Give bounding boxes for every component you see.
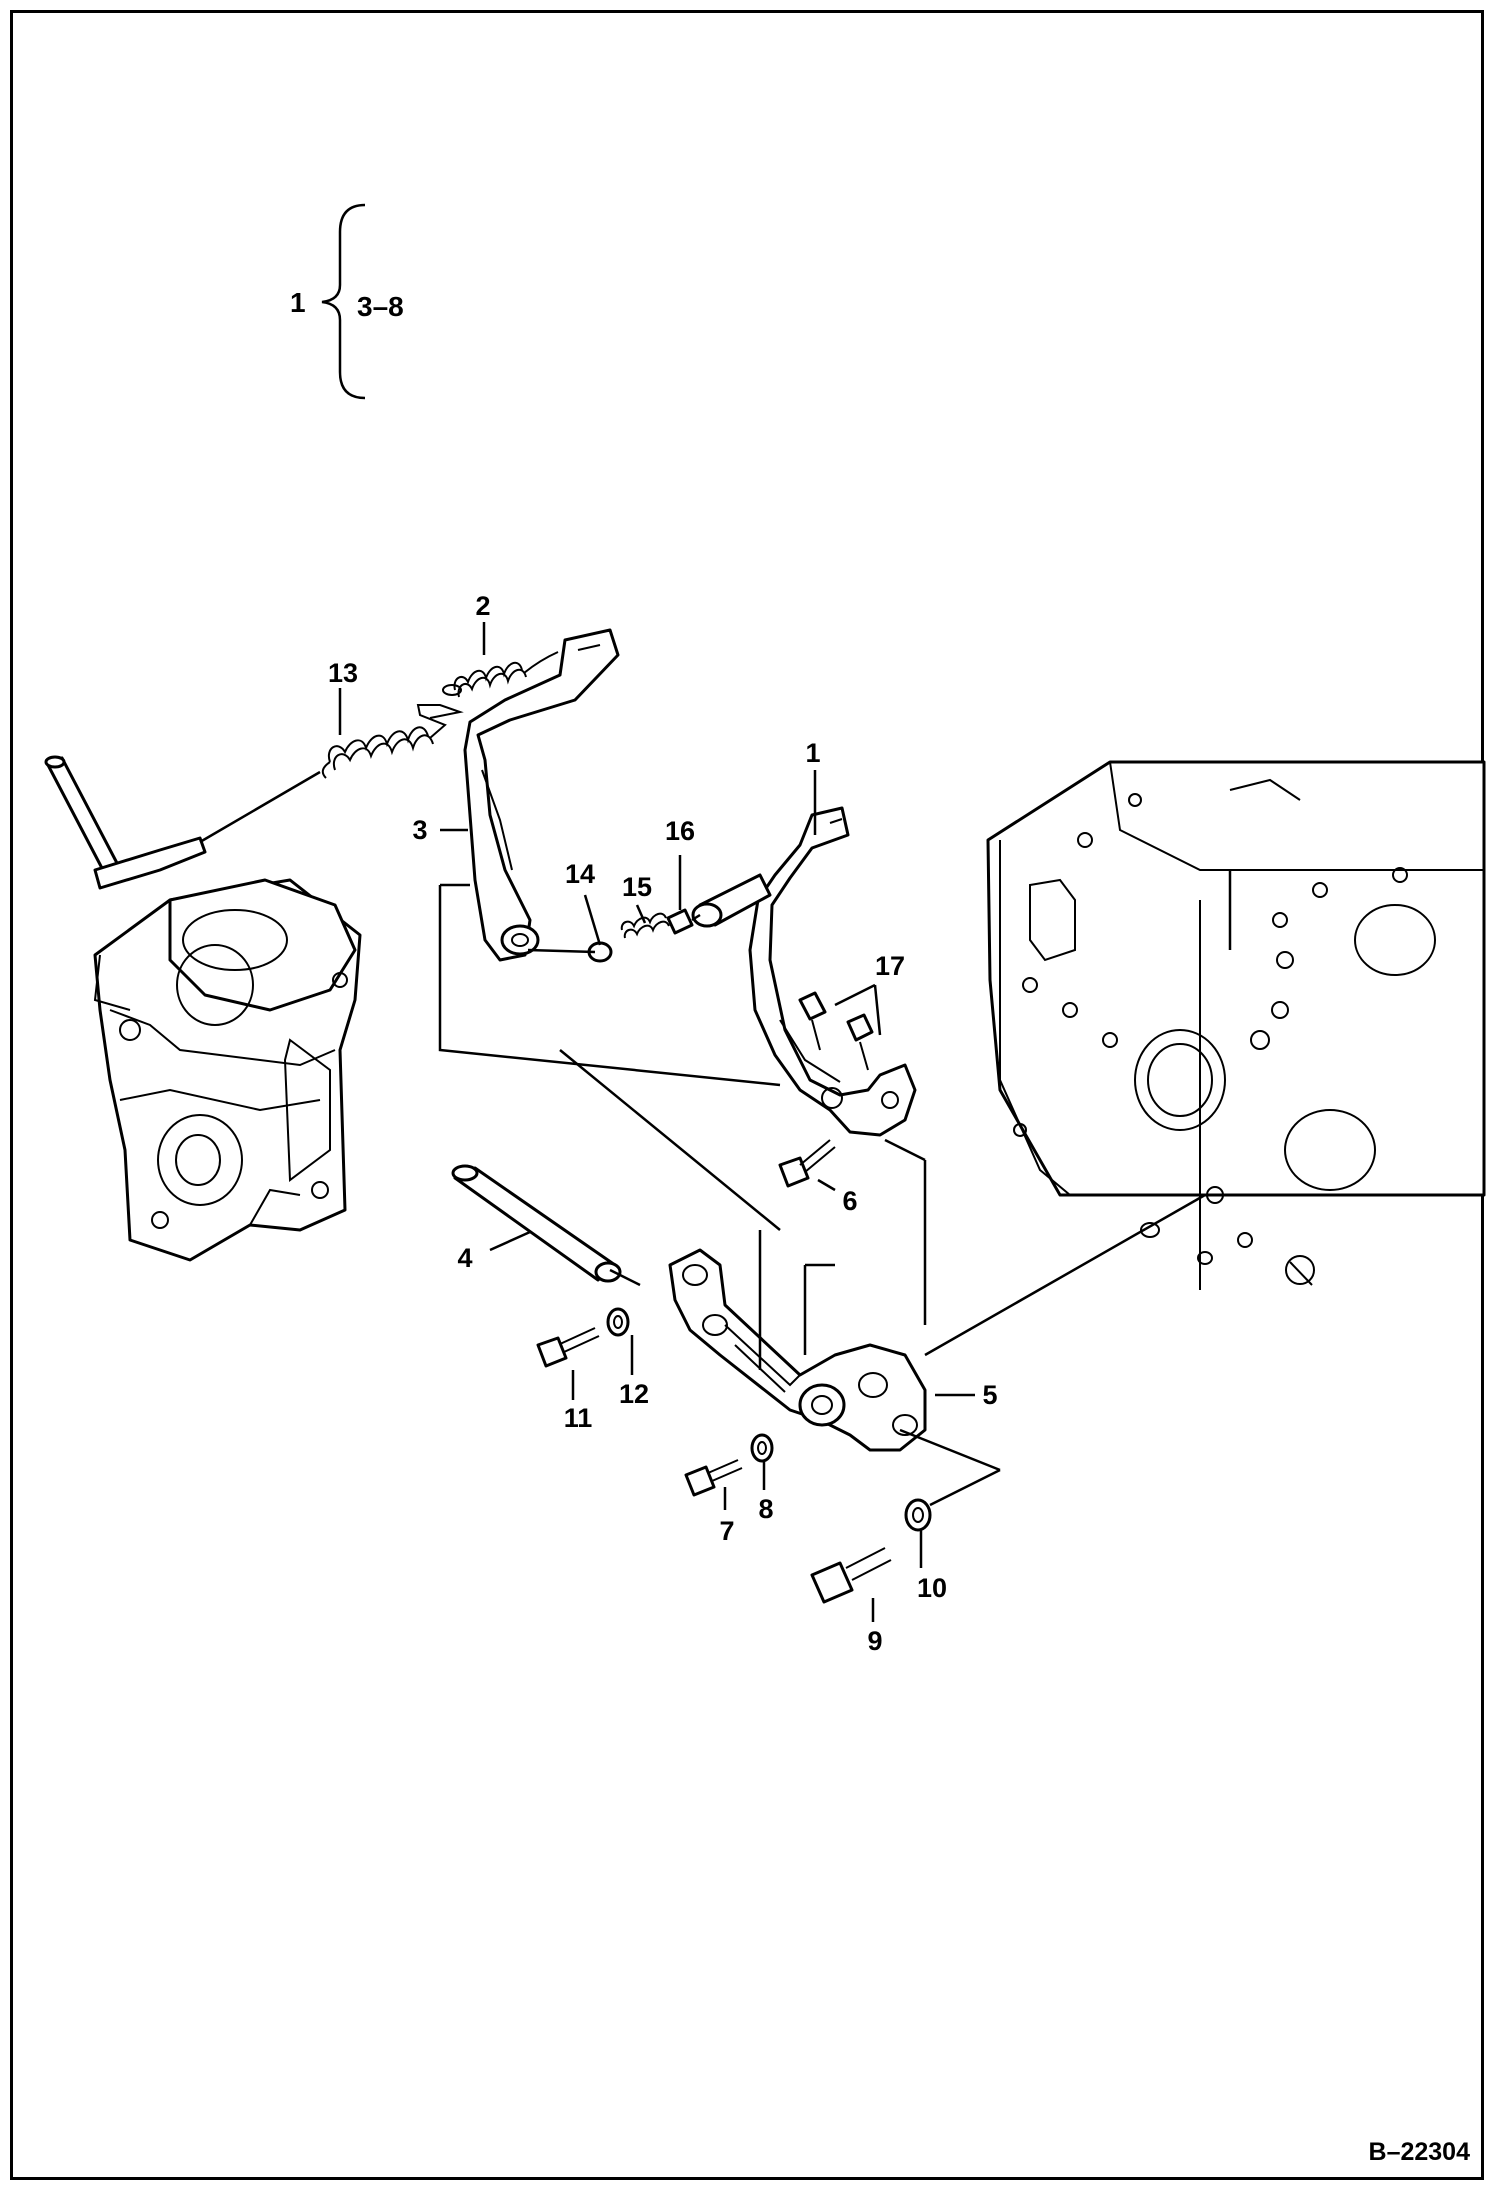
callout-15: 15 <box>622 872 652 902</box>
fasteners <box>536 1307 932 1604</box>
shaft-4 <box>451 1164 622 1283</box>
bracket-5 <box>668 1248 927 1452</box>
bolts-17 <box>798 991 874 1071</box>
legend-assembly-number: 1 <box>290 287 306 318</box>
legend-range: 3–8 <box>357 291 404 322</box>
parts-14-15-16 <box>587 908 694 963</box>
governor-shaft <box>44 755 321 890</box>
callout-13: 13 <box>328 658 358 688</box>
callout-5: 5 <box>982 1380 997 1410</box>
callout-6: 6 <box>842 1186 857 1216</box>
assembly-legend: 1 3–8 <box>290 203 404 400</box>
callout-3: 3 <box>412 815 427 845</box>
callout-10: 10 <box>917 1573 947 1603</box>
callout-1: 1 <box>805 738 820 768</box>
callout-4: 4 <box>457 1243 472 1273</box>
callout-8: 8 <box>758 1494 773 1524</box>
gear-case-left <box>93 878 362 1262</box>
spring-13 <box>321 704 464 779</box>
callout-14: 14 <box>565 859 595 889</box>
engine-block-right <box>986 760 1486 1290</box>
phantom-lines <box>438 883 1206 1507</box>
callout-17: 17 <box>875 951 905 981</box>
callout-16: 16 <box>665 816 695 846</box>
callout-7: 7 <box>719 1516 734 1546</box>
callouts: 2 13 1 3 16 14 15 17 6 4 5 11 12 7 8 9 1… <box>328 591 998 1656</box>
drawing-reference-number: B–22304 <box>1369 2138 1471 2166</box>
lever-3 <box>463 628 620 962</box>
bolt-6 <box>778 1139 836 1188</box>
spring-2 <box>442 651 559 698</box>
callout-11: 11 <box>564 1403 593 1433</box>
callout-9: 9 <box>867 1626 882 1656</box>
lever-1 <box>691 806 917 1137</box>
callout-2: 2 <box>475 591 490 621</box>
callout-12: 12 <box>619 1379 649 1409</box>
leader-lines <box>338 622 975 1622</box>
